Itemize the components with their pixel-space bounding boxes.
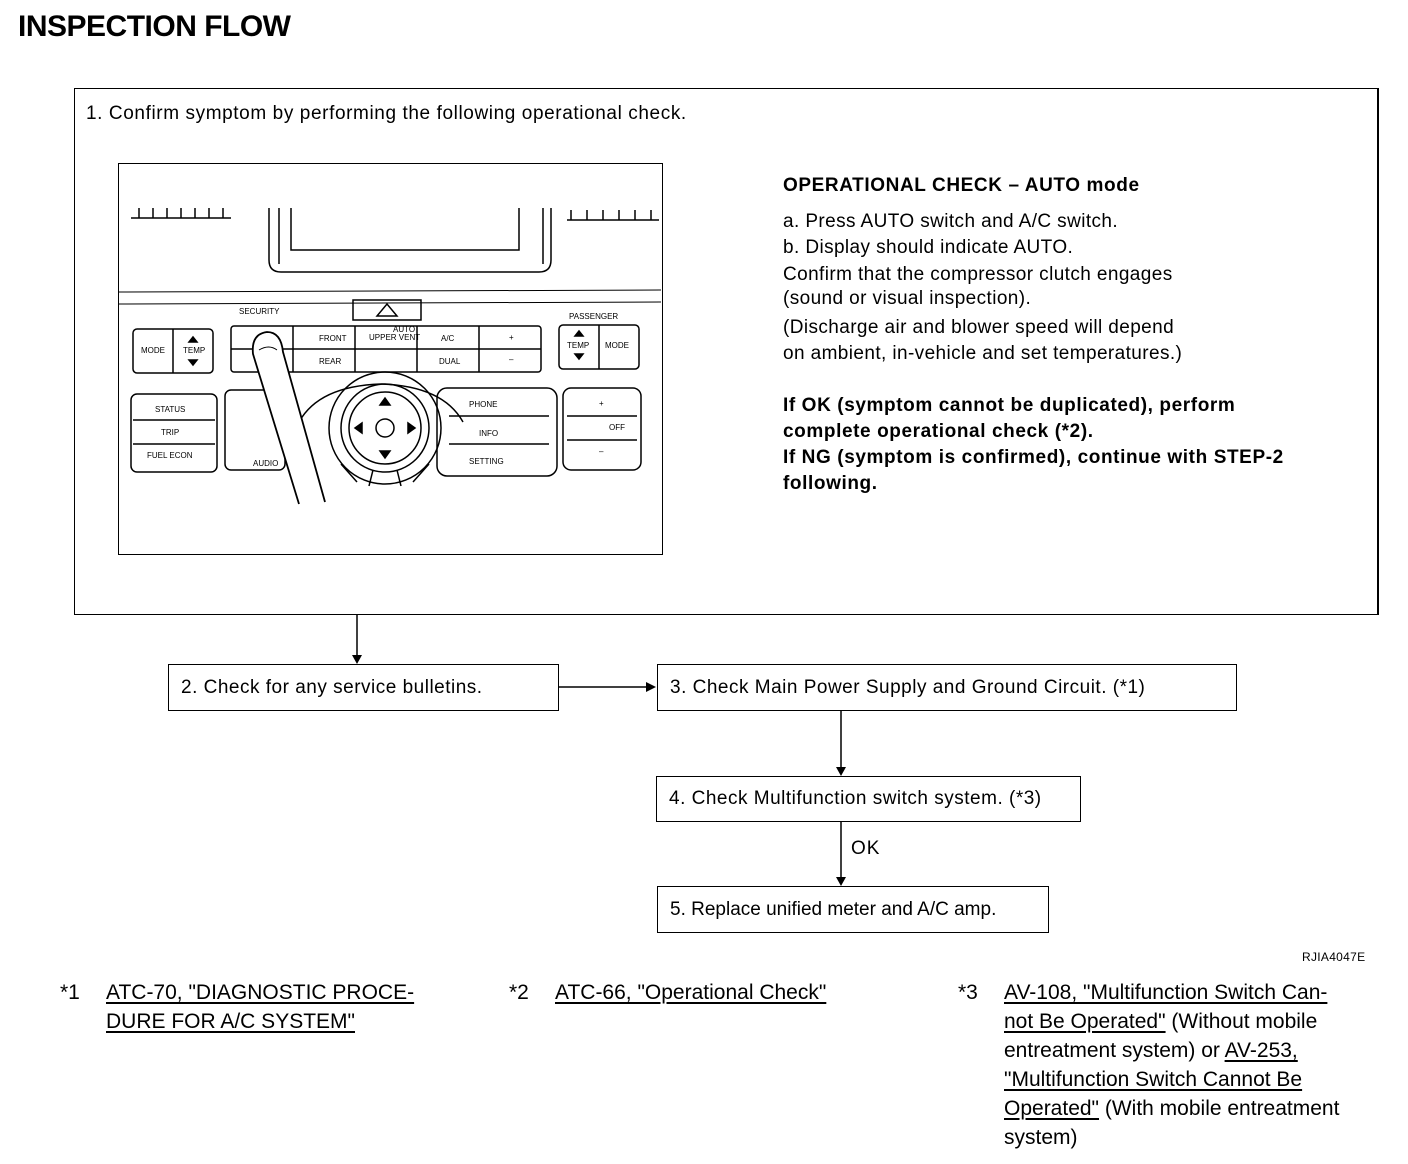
passenger-label: PASSENGER <box>569 312 618 321</box>
footnote-3-link1-line2[interactable]: not Be Operated" <box>1004 1010 1166 1033</box>
step1-box <box>74 88 1379 615</box>
op-line-d: (sound or visual inspection). <box>783 288 1032 309</box>
minus-label: – <box>599 447 604 456</box>
upper-vent-label: UPPER VENT <box>369 333 420 342</box>
result-line-2: complete operational check (*2). <box>783 421 1094 442</box>
security-label: SECURITY <box>239 307 280 316</box>
status-label: STATUS <box>155 405 185 414</box>
op-line-a: a. Press AUTO switch and A/C switch. <box>783 211 1119 232</box>
footnote-3-link2-line2[interactable]: "Multifunction Switch Cannot Be <box>1004 1068 1303 1091</box>
step1-text: 1. Confirm symptom by performing the fol… <box>86 103 687 124</box>
audio-label: AUDIO <box>253 459 278 468</box>
fan-plus-label: + <box>509 333 514 342</box>
footnote-1-link-line2[interactable]: DURE FOR A/C SYSTEM" <box>106 1010 355 1033</box>
mode-label-left: MODE <box>141 346 165 355</box>
result-line-1: If OK (symptom cannot be duplicated), pe… <box>783 395 1236 416</box>
ok-label: OK <box>851 838 881 859</box>
footnote-1: ATC-70, "DIAGNOSTIC PROCE- DURE FOR A/C … <box>106 978 414 1036</box>
fuel-econ-label: FUEL ECON <box>147 451 193 460</box>
footnote-3-link2-line1[interactable]: AV-253, <box>1224 1039 1298 1062</box>
footnote-3-text4: system) <box>1004 1126 1078 1149</box>
footnote-3-mark: *3 <box>958 981 978 1004</box>
mode-label-right: MODE <box>605 341 629 350</box>
footnote-3-link1-line1[interactable]: AV-108, "Multifunction Switch Can- <box>1004 981 1328 1004</box>
footnote-2-link[interactable]: ATC-66, "Operational Check" <box>555 981 827 1004</box>
off-label: OFF <box>609 423 625 432</box>
op-line-e: (Discharge air and blower speed will dep… <box>783 317 1175 338</box>
rear-label: REAR <box>319 357 341 366</box>
info-label: INFO <box>479 429 498 438</box>
figure-code: RJIA4047E <box>1302 950 1366 964</box>
op-line-b: b. Display should indicate AUTO. <box>783 237 1074 258</box>
dual-label: DUAL <box>439 357 461 366</box>
step5-box: 5. Replace unified meter and A/C amp. <box>657 886 1049 933</box>
page-title: INSPECTION FLOW <box>18 10 291 43</box>
footnote-3-text3: (With mobile entreatment <box>1099 1097 1340 1120</box>
footnote-2: ATC-66, "Operational Check" <box>555 978 826 1007</box>
footnote-1-mark: *1 <box>60 981 80 1004</box>
result-line-4: following. <box>783 473 878 494</box>
plus-label: + <box>599 399 604 408</box>
temp-label-left: TEMP <box>183 346 205 355</box>
op-line-c: Confirm that the compressor clutch engag… <box>783 264 1173 285</box>
fan-minus-label: – <box>509 355 514 364</box>
step2-box: 2. Check for any service bulletins. <box>168 664 559 711</box>
footnote-3: AV-108, "Multifunction Switch Can- not B… <box>1004 978 1404 1152</box>
setting-label: SETTING <box>469 457 504 466</box>
step4-box: 4. Check Multifunction switch system. (*… <box>656 776 1081 822</box>
operational-check-heading: OPERATIONAL CHECK – AUTO mode <box>783 175 1140 196</box>
footnote-1-link-line1[interactable]: ATC-70, "DIAGNOSTIC PROCE- <box>106 981 415 1004</box>
op-line-f: on ambient, in-vehicle and set temperatu… <box>783 343 1183 364</box>
phone-label: PHONE <box>469 400 497 409</box>
control-panel-illustration: SECURITY PASSENGER MODE TEMP TEMP MODE F… <box>118 163 663 555</box>
trip-label: TRIP <box>161 428 179 437</box>
front-label: FRONT <box>319 334 347 343</box>
footnote-3-link2-line3[interactable]: Operated" <box>1004 1097 1100 1120</box>
footnote-2-mark: *2 <box>509 981 529 1004</box>
result-line-3: If NG (symptom is confirmed), continue w… <box>783 447 1284 468</box>
step3-box: 3. Check Main Power Supply and Ground Ci… <box>657 664 1237 711</box>
temp-label-right: TEMP <box>567 341 589 350</box>
footnote-3-text1: (Without mobile <box>1165 1010 1318 1033</box>
footnote-3-text2: entreatment system) or <box>1004 1039 1225 1062</box>
auto-label: AUTO <box>393 325 415 334</box>
ac-label: A/C <box>441 334 455 343</box>
